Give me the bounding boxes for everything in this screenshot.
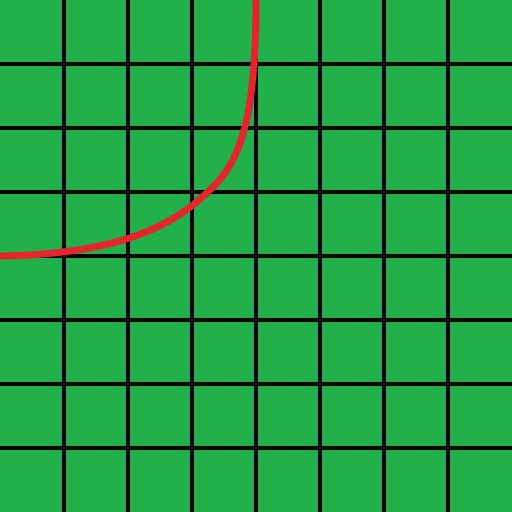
board-tile-r2-c5[interactable] (322, 130, 382, 190)
board-tile-r6-c7[interactable] (450, 386, 512, 446)
board-tile-r1-c7[interactable] (450, 66, 512, 126)
board-tile-r3-c3[interactable] (194, 194, 254, 254)
board-tile-r4-c6[interactable] (386, 258, 446, 318)
board-tile-r1-c0[interactable] (0, 66, 62, 126)
board-tile-r3-c6[interactable] (386, 194, 446, 254)
board-tile-r3-c1[interactable] (66, 194, 126, 254)
board-tile-r1-c4[interactable] (258, 66, 318, 126)
board-tile-r6-c2[interactable] (130, 386, 190, 446)
board-tile-r0-c4[interactable] (258, 0, 318, 62)
board-tile-r2-c7[interactable] (450, 130, 512, 190)
board-tile-r1-c5[interactable] (322, 66, 382, 126)
board-tile-r6-c3[interactable] (194, 386, 254, 446)
board-tile-r4-c7[interactable] (450, 258, 512, 318)
board-tile-r3-c4[interactable] (258, 194, 318, 254)
board-tile-r6-c6[interactable] (386, 386, 446, 446)
board-tile-r6-c4[interactable] (258, 386, 318, 446)
board-tile-r3-c2[interactable] (130, 194, 190, 254)
board-tile-r6-c1[interactable] (66, 386, 126, 446)
board-tile-r4-c4[interactable] (258, 258, 318, 318)
board-tile-r5-c5[interactable] (322, 322, 382, 382)
board-tile-r0-c5[interactable] (322, 0, 382, 62)
board-tile-r3-c0[interactable] (0, 194, 62, 254)
board-tile-r7-c2[interactable] (130, 450, 190, 512)
board-tile-r3-c7[interactable] (450, 194, 512, 254)
board-tile-r0-c6[interactable] (386, 0, 446, 62)
board-tile-r5-c4[interactable] (258, 322, 318, 382)
board-tile-r4-c1[interactable] (66, 258, 126, 318)
board-tile-r2-c3[interactable] (194, 130, 254, 190)
board-tile-r4-c3[interactable] (194, 258, 254, 318)
board-tile-r7-c5[interactable] (322, 450, 382, 512)
board-tile-r1-c3[interactable] (194, 66, 254, 126)
board-tile-r1-c6[interactable] (386, 66, 446, 126)
board-tile-r4-c5[interactable] (322, 258, 382, 318)
board-tile-r7-c4[interactable] (258, 450, 318, 512)
board-tile-r6-c0[interactable] (0, 386, 62, 446)
board-tile-r4-c0[interactable] (0, 258, 62, 318)
board-tile-r5-c1[interactable] (66, 322, 126, 382)
board-tile-r2-c0[interactable] (0, 130, 62, 190)
board-tile-r1-c1[interactable] (66, 66, 126, 126)
board-tile-r1-c2[interactable] (130, 66, 190, 126)
board-tile-r0-c7[interactable] (450, 0, 512, 62)
board-tile-r0-c2[interactable] (130, 0, 190, 62)
board-tile-r5-c2[interactable] (130, 322, 190, 382)
board-tile-r7-c1[interactable] (66, 450, 126, 512)
board-tile-r5-c0[interactable] (0, 322, 62, 382)
board-tile-r7-c6[interactable] (386, 450, 446, 512)
board-tile-r0-c1[interactable] (66, 0, 126, 62)
board-tile-r5-c6[interactable] (386, 322, 446, 382)
board-tile-r5-c7[interactable] (450, 322, 512, 382)
board-tile-r2-c4[interactable] (258, 130, 318, 190)
board-tile-r6-c5[interactable] (322, 386, 382, 446)
board-tile-r0-c3[interactable] (194, 0, 254, 62)
board-tile-r0-c0[interactable] (0, 0, 62, 62)
board-tile-r2-c2[interactable] (130, 130, 190, 190)
board-tile-r4-c2[interactable] (130, 258, 190, 318)
board-tile-r3-c5[interactable] (322, 194, 382, 254)
board-tile-r7-c7[interactable] (450, 450, 512, 512)
board-tile-r7-c0[interactable] (0, 450, 62, 512)
board-tile-r5-c3[interactable] (194, 322, 254, 382)
board-tile-r7-c3[interactable] (194, 450, 254, 512)
board-tile-r2-c1[interactable] (66, 130, 126, 190)
board-tile-r2-c6[interactable] (386, 130, 446, 190)
